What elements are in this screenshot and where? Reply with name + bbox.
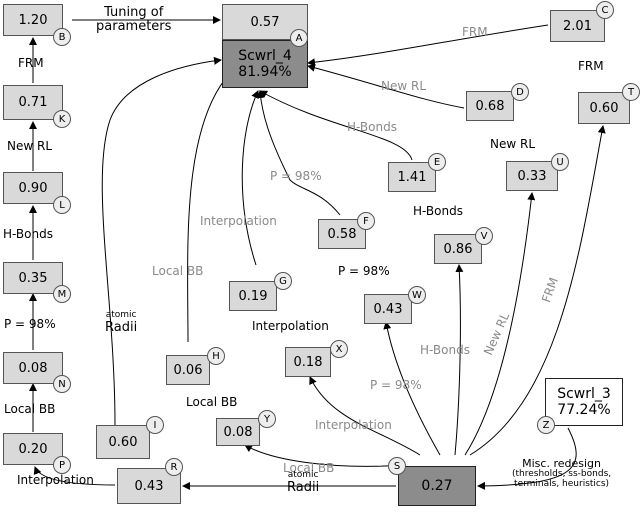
badge-e: E: [428, 153, 446, 171]
edge-i-a: [101, 56, 222, 426]
badge-b: B: [53, 28, 71, 46]
node-z-scwrl3: Scwrl_3 77.24%: [545, 378, 623, 426]
node-t: 0.60: [578, 92, 630, 124]
node-i: 0.60: [96, 425, 150, 459]
label-newrl-left: New RL: [7, 139, 53, 153]
label-localbb-left: Local BB: [4, 402, 56, 416]
edge-z-s: [477, 427, 577, 490]
badge-x: X: [330, 340, 348, 358]
node-v: 0.86: [434, 234, 482, 264]
label-hbonds-e: H-Bonds: [347, 120, 397, 134]
badge-s: S: [388, 457, 406, 475]
label-misc-redesign: Misc. redesign (thresholds, ss-bonds, te…: [512, 457, 612, 489]
badge-r: R: [165, 458, 183, 476]
label-localbb-right: Local BB: [186, 395, 238, 409]
edge-s-t: [469, 125, 606, 456]
label-interp-left: Interpolation: [17, 473, 94, 487]
label-interp-g: Interpolation: [200, 214, 277, 228]
badge-w: W: [408, 286, 426, 304]
node-s: 0.27: [398, 466, 476, 506]
edge-s-x: [309, 376, 421, 456]
badge-l: L: [53, 196, 71, 214]
label-atomic-radii-i: atomic Radii: [105, 310, 138, 335]
node-h: 0.06: [166, 355, 210, 385]
badge-k: K: [53, 110, 71, 128]
badge-u: U: [551, 153, 569, 171]
label-newrl-right: New RL: [490, 137, 536, 151]
node-y: 0.08: [216, 418, 260, 446]
node-a-scwrl4: Scwrl_4 81.94%: [222, 40, 308, 88]
node-x: 0.18: [285, 347, 331, 377]
label-hbonds-left: H-Bonds: [3, 227, 53, 241]
badge-z: Z: [537, 416, 555, 434]
label-p98-left: P = 98%: [4, 317, 56, 331]
badge-t: T: [622, 83, 640, 101]
badge-y: Y: [258, 410, 276, 428]
edge-r-p: [33, 466, 116, 486]
badge-a: A: [290, 29, 308, 47]
label-p98-sw: P = 98%: [370, 378, 422, 392]
node-m: 0.35: [3, 262, 63, 294]
badge-v: V: [475, 227, 493, 245]
label-localbb-h: Local BB: [152, 264, 204, 278]
edge-h-a: [187, 67, 236, 343]
edge-c-a: [307, 24, 549, 67]
label-tuning: Tuning of parameters: [96, 5, 172, 35]
badge-m: M: [53, 285, 71, 303]
node-c: 2.01: [550, 10, 605, 42]
node-e: 1.41: [388, 162, 436, 192]
edge-s-y: [244, 444, 406, 467]
node-u: 0.33: [506, 161, 558, 191]
label-hbonds-sv: H-Bonds: [420, 343, 470, 357]
label-localbb-sy: Local BB: [283, 461, 335, 475]
edge-d-a: [307, 63, 465, 109]
label-interp-right: Interpolation: [252, 319, 329, 333]
edge-f-a: [256, 90, 341, 216]
badge-h: H: [207, 347, 225, 365]
node-b: 1.20: [3, 4, 63, 36]
badge-i: I: [146, 416, 164, 434]
badge-g: G: [274, 272, 292, 290]
edge-s-u: [464, 192, 536, 456]
label-atomic-radii-sr: atomic Radii: [287, 470, 320, 495]
label-hbonds-right: H-Bonds: [413, 204, 463, 218]
badge-d: D: [511, 83, 529, 101]
node-n: 0.08: [3, 352, 63, 384]
edge-s-w: [383, 321, 441, 456]
label-newrl-d: New RL: [381, 79, 427, 93]
node-g: 0.19: [229, 281, 277, 311]
badge-p: P: [53, 456, 71, 474]
badge-c: C: [596, 1, 614, 19]
node-p: 0.20: [3, 433, 63, 465]
badge-f: F: [357, 212, 375, 230]
label-frm-c: FRM: [462, 25, 488, 39]
label-p98-right: P = 98%: [338, 264, 390, 278]
label-frm-right: FRM: [578, 59, 604, 73]
node-d: 0.68: [466, 91, 514, 121]
label-frm-left: FRM: [18, 56, 44, 70]
edge-g-a: [241, 90, 259, 266]
node-l: 0.90: [3, 172, 63, 204]
badge-n: N: [53, 375, 71, 393]
edge-e-a: [259, 90, 413, 161]
label-p98-f: P = 98%: [270, 169, 322, 183]
node-w: 0.43: [364, 294, 412, 324]
label-interp-sx: Interpolation: [315, 418, 392, 432]
node-a-value: 0.57: [222, 4, 308, 40]
edge-s-v: [454, 264, 464, 456]
